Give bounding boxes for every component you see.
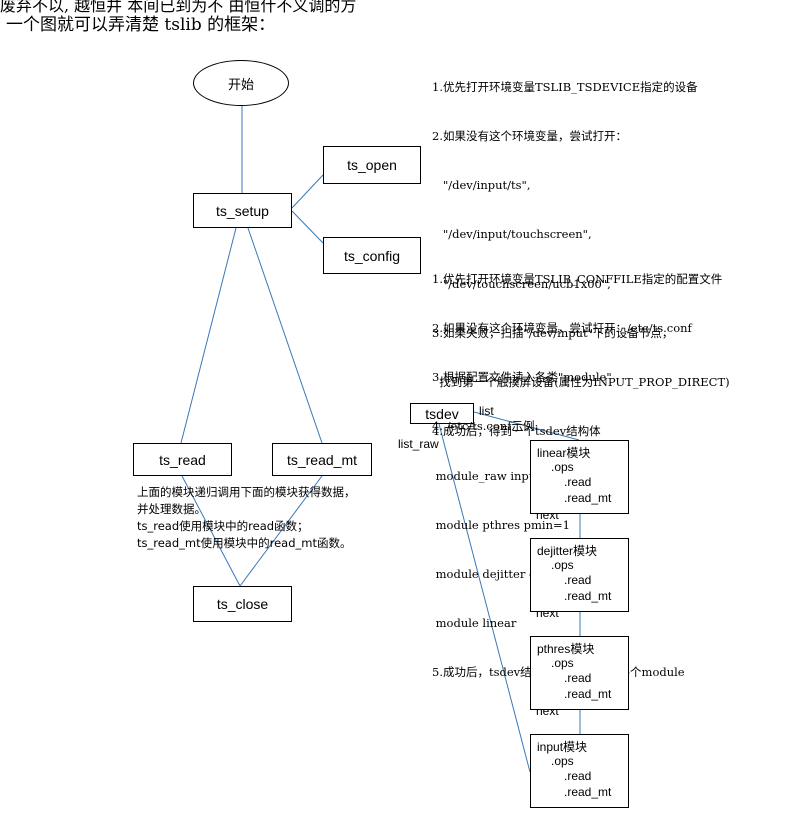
module-read-mt: .read_mt bbox=[564, 785, 612, 799]
ts-config-notes: 1.优先打开环境变量TSLIB_CONFFILE指定的配置文件 2.如果没有这个… bbox=[432, 238, 722, 697]
module-title: input模块 bbox=[537, 740, 588, 754]
edge-read-close bbox=[181, 475, 241, 587]
module-title: pthres模块 bbox=[537, 642, 595, 656]
module-linear: linear模块 .ops .read .read_mt bbox=[530, 440, 629, 514]
module-ops: .ops bbox=[551, 558, 574, 572]
edge-setup-readmt bbox=[247, 227, 323, 444]
desc-line: 上面的模块递归调用下面的模块获得数据， bbox=[137, 485, 356, 499]
ts-close-box: ts_close bbox=[193, 586, 292, 622]
module-input: input模块 .ops .read .read_mt bbox=[530, 734, 629, 808]
module-read-mt: .read_mt bbox=[564, 687, 612, 701]
list-label: list bbox=[479, 404, 494, 418]
page-heading: 一个图就可以弄清楚 tslib 的框架： bbox=[6, 15, 276, 35]
desc-line: 并处理数据。 bbox=[137, 502, 206, 516]
note-line: module linear bbox=[432, 616, 517, 631]
module-ops: .ops bbox=[551, 656, 574, 670]
edge-tsdev-input bbox=[438, 423, 531, 773]
note-line: "/dev/input/ts", bbox=[432, 178, 531, 193]
module-ops: .ops bbox=[551, 754, 574, 768]
ts-config-box: ts_config bbox=[323, 237, 421, 274]
ts-setup-box: ts_setup bbox=[193, 193, 292, 228]
note-line: 找到第一个触摸屏设备(属性为INPUT_PROP_DIRECT) bbox=[432, 375, 730, 390]
start-node: 开始 bbox=[193, 60, 289, 106]
note-line: "/dev/input/touchscreen", bbox=[432, 227, 592, 242]
note-line: 4.成功后，得到一个tsdev结构体 bbox=[432, 424, 601, 439]
module-title: linear模块 bbox=[537, 446, 591, 460]
tsdev-box: tsdev bbox=[410, 403, 474, 424]
module-read: .read bbox=[564, 769, 592, 783]
list-raw-label: list_raw bbox=[398, 437, 439, 451]
module-dejitter: dejitter模块 .ops .read .read_mt bbox=[530, 538, 629, 612]
ts-read-box: ts_read bbox=[133, 443, 232, 476]
module-pthres: pthres模块 .ops .read .read_mt bbox=[530, 636, 629, 710]
module-read: .read bbox=[564, 573, 592, 587]
note-line: 3.如果失败，扫描"/dev/input"下的设备节点， bbox=[432, 325, 674, 340]
note-line: 4. /etc/ts.conf示例: bbox=[432, 419, 539, 434]
note-line: 2.如果没有这个环境变量，尝试打开： bbox=[432, 129, 627, 144]
module-title: dejitter模块 bbox=[537, 544, 598, 558]
ts-open-box: ts_open bbox=[323, 146, 421, 184]
edge-readmt-close bbox=[239, 475, 323, 587]
note-line: 1.优先打开环境变量TSLIB_TSDEVICE指定的设备 bbox=[432, 79, 698, 94]
edge-tsdev-list bbox=[473, 411, 580, 441]
note-line: 2.如果没有这个环境变量，尝试打开：/etc/ts.conf bbox=[432, 321, 692, 336]
edge-setup-read bbox=[180, 227, 237, 444]
desc-line: ts_read使用模块中的read函数； bbox=[137, 519, 309, 533]
module-read-mt: .read_mt bbox=[564, 589, 612, 603]
module-read: .read bbox=[564, 475, 592, 489]
edge-setup-config bbox=[291, 210, 324, 244]
edge-setup-open bbox=[291, 174, 324, 209]
module-ops: .ops bbox=[551, 460, 574, 474]
module-read-mt: .read_mt bbox=[564, 491, 612, 505]
ts-read-mt-box: ts_read_mt bbox=[272, 443, 372, 476]
read-description: 上面的模块递归调用下面的模块获得数据， 并处理数据。 ts_read使用模块中的… bbox=[137, 484, 356, 552]
note-line: 1.优先打开环境变量TSLIB_CONFFILE指定的配置文件 bbox=[432, 271, 723, 286]
note-line: "/dev/touchscreen/ucb1x00", bbox=[432, 276, 611, 291]
note-line: 3.根据配置文件读入各类"module" bbox=[432, 370, 612, 385]
cut-off-top-text: 废弃不以, 越恒井 本间已到为不 由恒什不义调的方 bbox=[0, 0, 357, 15]
module-read: .read bbox=[564, 671, 592, 685]
desc-line: ts_read_mt使用模块中的read_mt函数。 bbox=[137, 536, 352, 550]
ts-open-notes: 1.优先打开环境变量TSLIB_TSDEVICE指定的设备 2.如果没有这个环境… bbox=[432, 46, 730, 456]
note-line: module pthres pmin=1 bbox=[432, 517, 570, 532]
